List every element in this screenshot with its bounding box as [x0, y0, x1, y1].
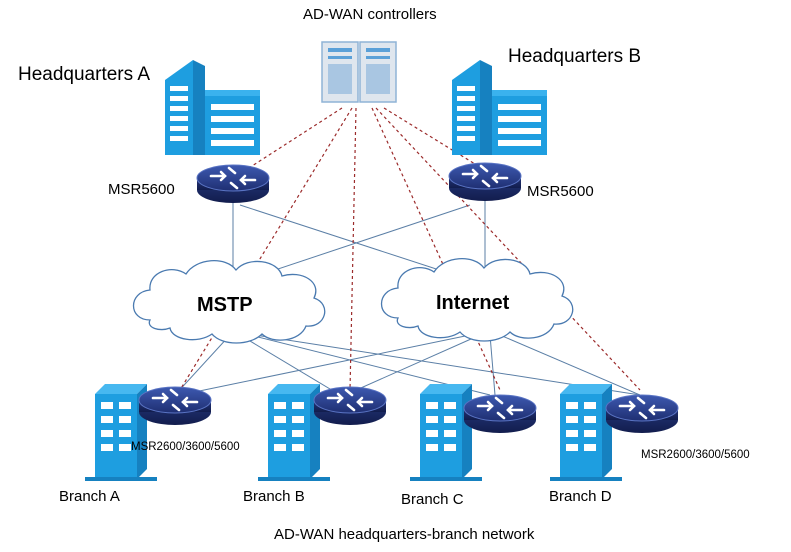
hq-b-building-icon — [452, 60, 547, 155]
branch-b-router-icon — [312, 385, 388, 427]
internet-label: Internet — [436, 292, 510, 314]
branch-a-label: Branch A — [59, 488, 120, 505]
branch-b-label: Branch B — [243, 488, 305, 505]
branch-c-router-icon — [462, 393, 538, 435]
branch-d-building-icon — [550, 384, 622, 481]
mstp-label: MSTP — [197, 294, 253, 316]
branch-c-building-icon — [410, 384, 482, 481]
branch-d-router-icon — [604, 393, 680, 435]
hq-a-router-icon — [195, 163, 271, 205]
hq-a-building-icon — [165, 60, 260, 155]
hq-a-label: Headquarters A — [18, 64, 151, 85]
solid-links — [174, 200, 641, 396]
branch-router-model-left: MSR2600/3600/5600 — [131, 441, 240, 453]
controllers-label: AD-WAN controllers — [303, 6, 437, 23]
mstp-cloud — [133, 259, 326, 344]
diagram-caption: AD-WAN headquarters-branch network — [274, 526, 535, 543]
branch-router-model-right: MSR2600/3600/5600 — [641, 449, 750, 461]
hq-a-router-label: MSR5600 — [108, 181, 175, 198]
branch-d-label: Branch D — [549, 488, 612, 505]
hq-b-router-icon — [447, 161, 523, 203]
branch-a-router-icon — [137, 385, 213, 427]
branch-c-label: Branch C — [401, 491, 464, 508]
hq-b-label: Headquarters B — [508, 46, 642, 67]
controller-servers-icon — [321, 41, 397, 103]
internet-cloud — [381, 257, 574, 342]
hq-b-router-label: MSR5600 — [527, 183, 594, 200]
controller-links — [179, 107, 641, 391]
